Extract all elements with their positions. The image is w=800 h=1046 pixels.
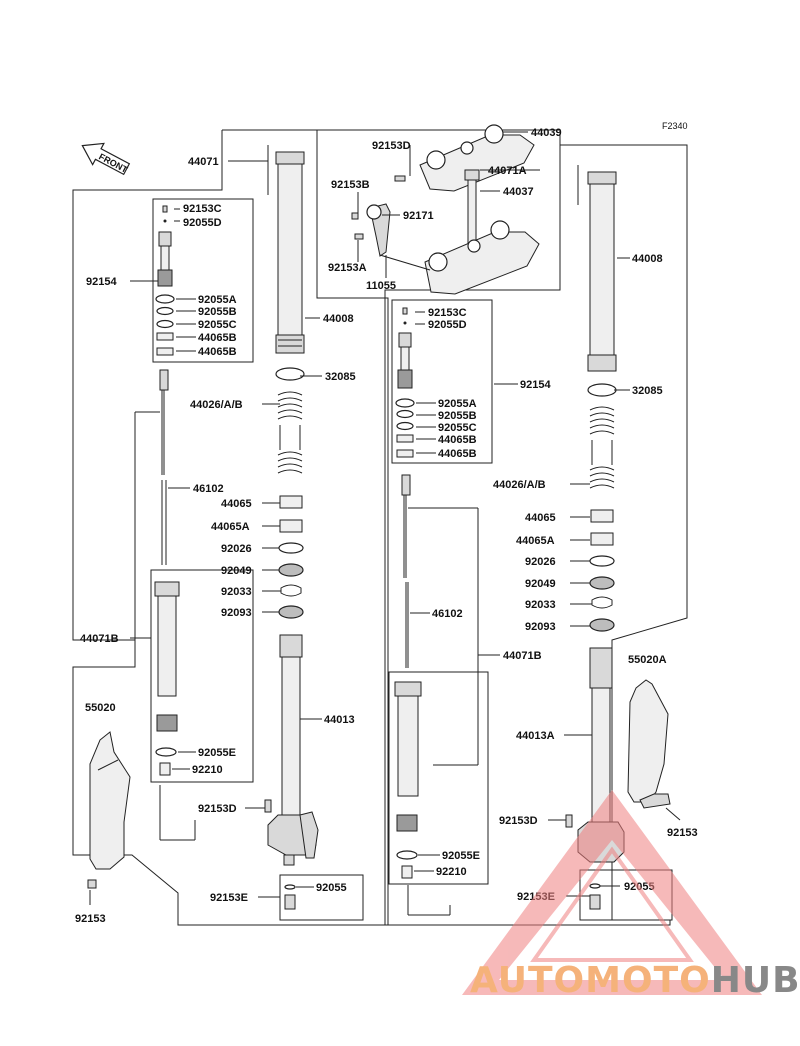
right-spring bbox=[587, 383, 617, 489]
leader-lines bbox=[89, 131, 681, 916]
left-outer-tube bbox=[267, 145, 305, 354]
label-44065b-left-1: 44065B bbox=[198, 332, 237, 344]
label-92055c-right: 92055C bbox=[438, 422, 477, 434]
label-92153d-right: 92153D bbox=[499, 815, 538, 827]
label-92093-right: 92093 bbox=[525, 621, 556, 633]
left-damper-rod bbox=[159, 369, 169, 565]
left-drain-bolt bbox=[284, 894, 296, 910]
label-92153-right: 92153 bbox=[667, 827, 698, 839]
front-arrow-icon: FRONT bbox=[81, 142, 131, 176]
label-92154-left: 92154 bbox=[86, 276, 117, 288]
right-drain-washer bbox=[589, 883, 601, 889]
right-drain-bolt bbox=[589, 894, 601, 910]
left-bolt-92153D bbox=[264, 799, 272, 813]
label-f2340: F2340 bbox=[662, 121, 688, 131]
label-44008-left: 44008 bbox=[323, 313, 354, 325]
right-ring-stack bbox=[589, 509, 615, 632]
label-44013a: 44013A bbox=[516, 730, 555, 742]
label-44071a: 44071A bbox=[488, 165, 527, 177]
label-92055c-left: 92055C bbox=[198, 319, 237, 331]
label-46102-left: 46102 bbox=[193, 483, 224, 495]
label-92055a-left: 92055A bbox=[198, 294, 237, 306]
label-44008-right: 44008 bbox=[632, 253, 663, 265]
label-92055e-left: 92055E bbox=[198, 747, 236, 759]
lower-clamp bbox=[424, 220, 540, 295]
right-outer-tube bbox=[577, 165, 617, 372]
left-cartridge bbox=[154, 581, 180, 776]
label-92049-left: 92049 bbox=[221, 565, 252, 577]
left-cartridge-box bbox=[150, 569, 254, 783]
label-92055e-right: 92055E bbox=[442, 850, 480, 862]
right-cap-kit-parts bbox=[395, 307, 415, 458]
label-44065a-right: 44065A bbox=[516, 535, 555, 547]
label-44026-left: 44026/A/B bbox=[190, 399, 243, 411]
left-spring bbox=[275, 367, 305, 474]
label-92033-left: 92033 bbox=[221, 586, 252, 598]
label-92055b-left: 92055B bbox=[198, 306, 237, 318]
label-92026-left: 92026 bbox=[221, 543, 252, 555]
label-92153d-left: 92153D bbox=[198, 803, 237, 815]
watermark-text-part1: AUTOMOTO bbox=[470, 960, 711, 1001]
label-92055d-right: 92055D bbox=[428, 319, 467, 331]
label-92171: 92171 bbox=[403, 210, 434, 222]
watermark-logo-icon bbox=[462, 790, 762, 995]
label-92153a: 92153A bbox=[328, 262, 367, 274]
left-drain-washer bbox=[284, 884, 296, 890]
right-fork-guard bbox=[627, 679, 671, 809]
label-46102-right: 46102 bbox=[432, 608, 463, 620]
label-92153c-left: 92153C bbox=[183, 203, 222, 215]
label-92093-left: 92093 bbox=[221, 607, 252, 619]
label-92049-right: 92049 bbox=[525, 578, 556, 590]
label-44039: 44039 bbox=[531, 127, 562, 139]
label-92210-right: 92210 bbox=[436, 866, 467, 878]
right-bolt-92153D bbox=[565, 814, 573, 828]
label-55020: 55020 bbox=[85, 702, 116, 714]
top-clamp-frame bbox=[316, 129, 561, 298]
label-44037: 44037 bbox=[503, 186, 534, 198]
label-92153e-left: 92153E bbox=[210, 892, 248, 904]
label-92154-right: 92154 bbox=[520, 379, 551, 391]
left-fork-guard bbox=[87, 731, 131, 889]
label-92055d-left: 92055D bbox=[183, 217, 222, 229]
label-55020a: 55020A bbox=[628, 654, 667, 666]
label-92033-right: 92033 bbox=[525, 599, 556, 611]
label-92055b-right: 92055B bbox=[438, 410, 477, 422]
upper-clamp-44039 bbox=[394, 124, 535, 192]
label-44071: 44071 bbox=[188, 156, 219, 168]
right-cartridge-box bbox=[388, 671, 489, 885]
label-44026-right: 44026/A/B bbox=[493, 479, 546, 491]
label-92153c-right: 92153C bbox=[428, 307, 467, 319]
label-32085-left: 32085 bbox=[325, 371, 356, 383]
label-44065-left: 44065 bbox=[221, 498, 252, 510]
watermark-text-part2: HUB bbox=[710, 960, 800, 1001]
left-ring-stack bbox=[278, 495, 304, 619]
left-inner-tube bbox=[267, 634, 319, 866]
label-44065b-right-1: 44065B bbox=[438, 434, 477, 446]
watermark-text: AUTOMOTOHUB bbox=[470, 960, 800, 1001]
label-44071b-left: 44071B bbox=[80, 633, 119, 645]
right-damper-rod bbox=[401, 474, 411, 668]
label-44013: 44013 bbox=[324, 714, 355, 726]
label-44071b-right: 44071B bbox=[503, 650, 542, 662]
label-32085-right: 32085 bbox=[632, 385, 663, 397]
label-92055-left: 92055 bbox=[316, 882, 347, 894]
label-92055a-right: 92055A bbox=[438, 398, 477, 410]
label-44065b-right-2: 44065B bbox=[438, 448, 477, 460]
left-cap-kit-parts bbox=[155, 205, 175, 356]
label-92026-right: 92026 bbox=[525, 556, 556, 568]
label-44065a-left: 44065A bbox=[211, 521, 250, 533]
cable-guide-11055 bbox=[351, 203, 431, 271]
right-cap-kit-box bbox=[391, 299, 493, 464]
label-44065b-left-2: 44065B bbox=[198, 346, 237, 358]
label-11055: 11055 bbox=[366, 280, 396, 292]
right-cartridge bbox=[394, 681, 422, 879]
label-92153b: 92153B bbox=[331, 179, 370, 191]
part-labels: 44071 44008 92153C 92055D 92154 92055A 9… bbox=[75, 121, 698, 925]
label-92153d-top: 92153D bbox=[372, 140, 411, 152]
label-92210-left: 92210 bbox=[192, 764, 223, 776]
label-92153-left: 92153 bbox=[75, 913, 106, 925]
label-44065-right: 44065 bbox=[525, 512, 556, 524]
